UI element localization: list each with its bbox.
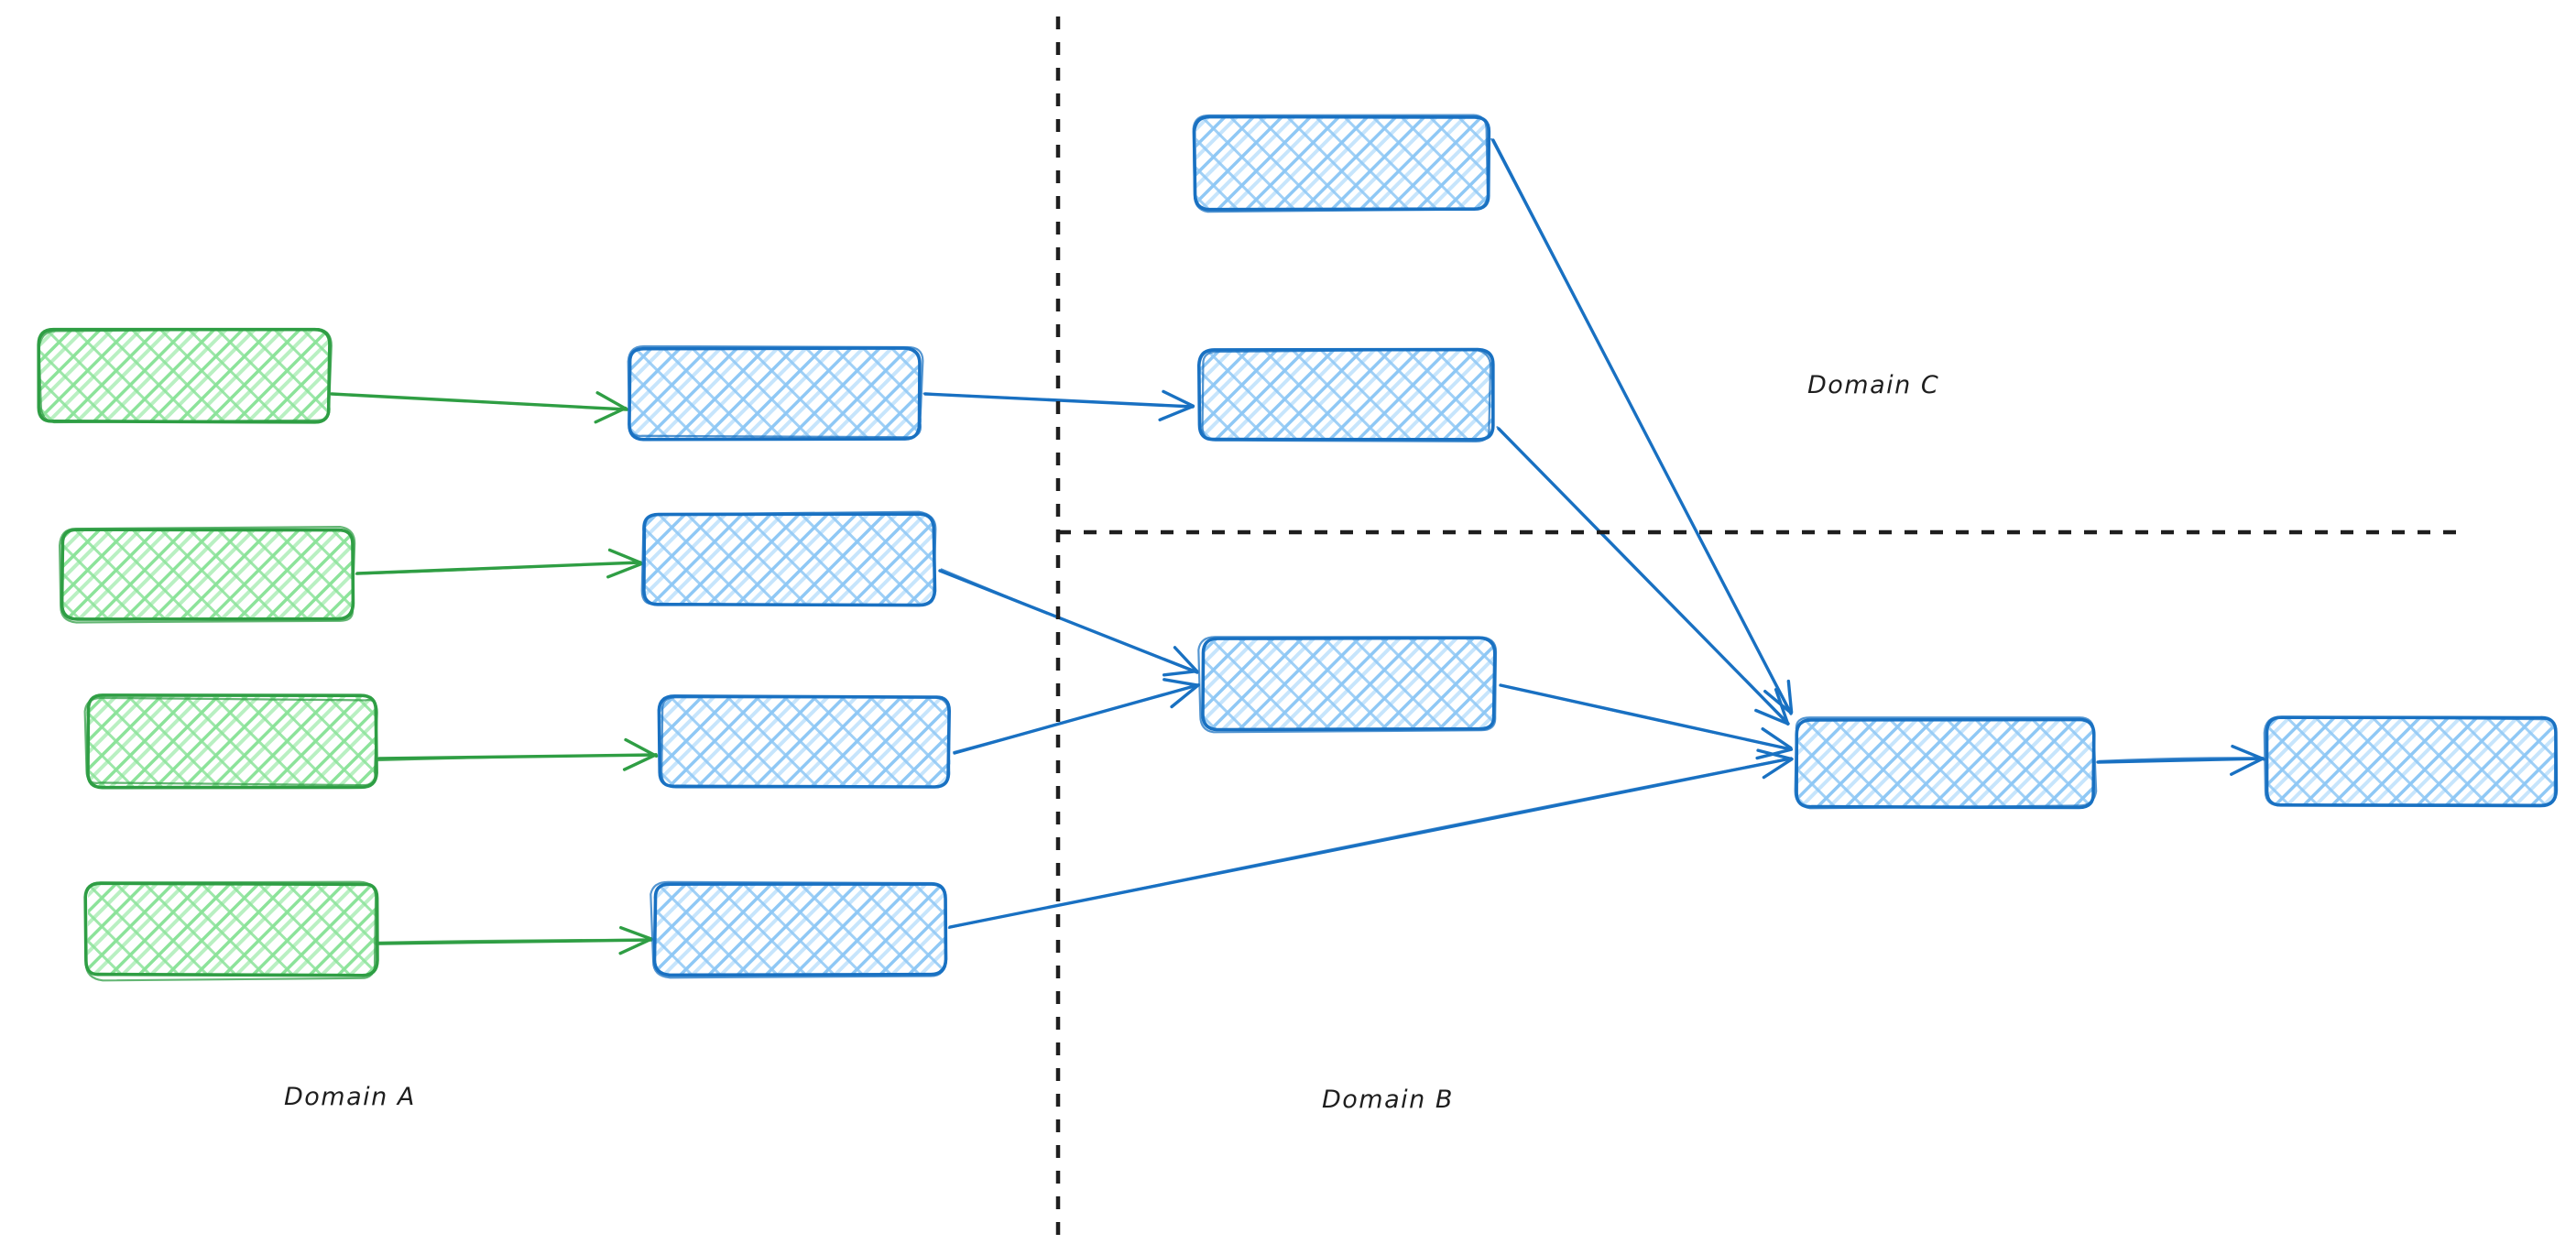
- domain-label-a: Domain A: [284, 1083, 416, 1111]
- node-c2[interactable]: [1196, 347, 1495, 443]
- domain-label-c: Domain C: [1807, 371, 1940, 399]
- edges-layer: [330, 137, 2265, 955]
- edge-e1-f1: [2096, 744, 2265, 776]
- node-b4[interactable]: [649, 880, 948, 979]
- node-a4[interactable]: [83, 880, 379, 982]
- node-f1[interactable]: [2263, 715, 2559, 808]
- edge-b2-d1: [938, 568, 1199, 677]
- edge-c1-e1: [1490, 137, 1794, 715]
- node-e1[interactable]: [1794, 716, 2098, 810]
- node-c1[interactable]: [1192, 114, 1491, 213]
- edge-a1-b1: [330, 391, 629, 424]
- node-b2[interactable]: [640, 510, 937, 607]
- nodes-layer: [37, 114, 2559, 982]
- edge-a4-b4: [376, 925, 653, 955]
- node-b3[interactable]: [657, 694, 951, 789]
- node-b1[interactable]: [627, 344, 924, 442]
- dividers-layer: [1055, 16, 2464, 1241]
- node-d1[interactable]: [1197, 636, 1498, 734]
- edge-a3-b3: [377, 737, 659, 771]
- edge-a2-b2: [355, 548, 644, 579]
- node-a3[interactable]: [83, 693, 378, 790]
- node-a2[interactable]: [58, 525, 356, 624]
- node-a1[interactable]: [37, 327, 333, 424]
- edge-b1-c2: [922, 389, 1195, 421]
- edge-c2-e1: [1496, 426, 1790, 726]
- edge-d1-e1: [1499, 683, 1794, 760]
- domain-label-b: Domain B: [1322, 1086, 1454, 1114]
- edge-b4-e1: [947, 748, 1794, 929]
- edge-b3-d1: [953, 678, 1201, 755]
